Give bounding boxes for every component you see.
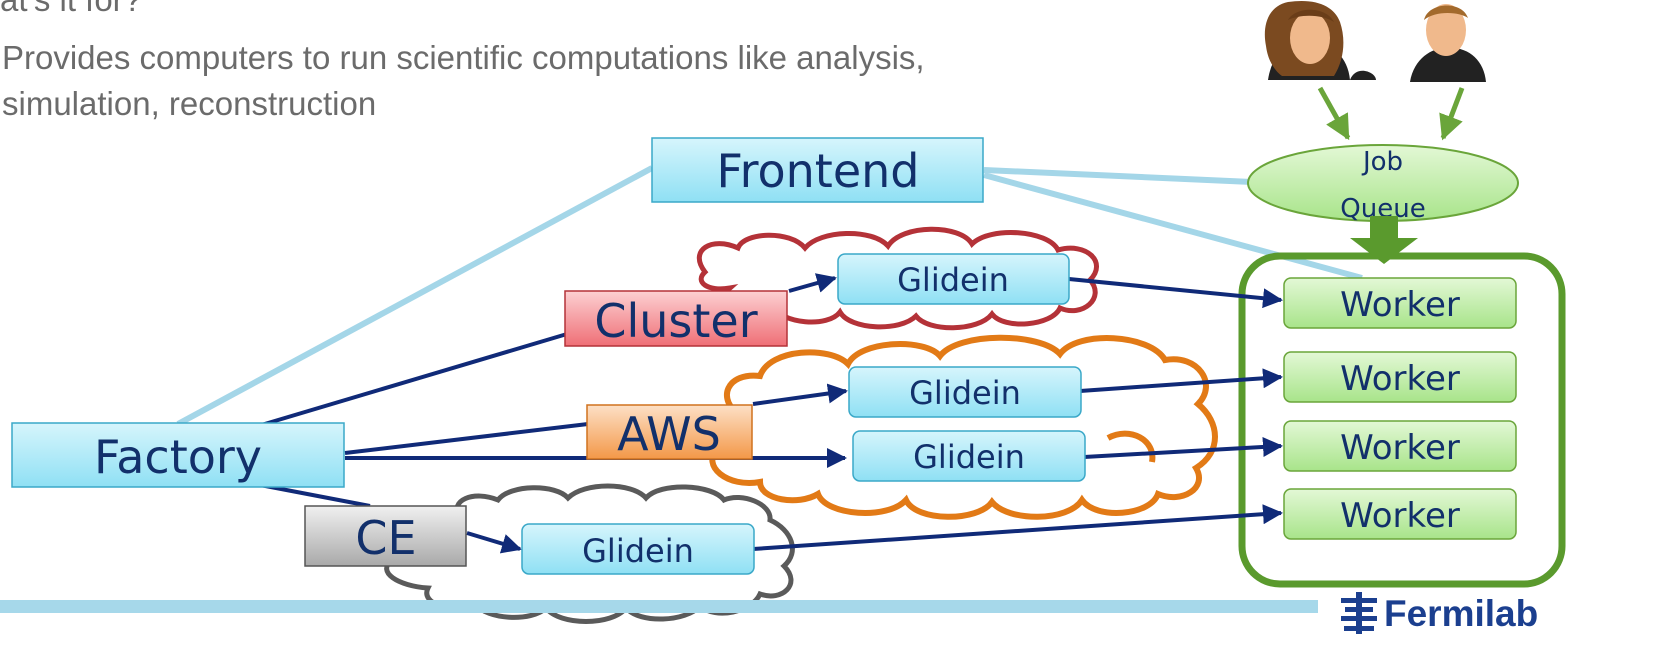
worker-node-2 [1283,351,1517,403]
aws-label: AWS [617,407,721,461]
worker-label-3: Worker [1340,428,1460,468]
footer-bar [0,600,1318,613]
cluster-box [564,290,788,347]
user1-submit-arrow [1317,86,1351,141]
factory-box [11,422,345,488]
glidein-label-3: Glidein [909,374,1021,412]
users-to-queue-arrows [1317,86,1465,141]
factory-to-frontend-link [176,165,654,427]
glidein-node-2 [521,523,755,575]
header-question: at's it for? [0,0,142,20]
glidein3-to-worker2-arrow [1079,368,1283,393]
frontend-to-workerpool-link [983,172,1363,281]
worker-label-4: Worker [1340,496,1460,536]
glidein-node-3 [848,366,1082,418]
worker-pool-container [1238,252,1566,588]
frontend-links [176,165,1363,427]
worker-node-3 [1283,420,1517,472]
worker-node-1 [1283,277,1517,329]
factory-to-aws-line [344,422,589,455]
user-icon-female [1264,0,1376,80]
factory-to-cluster-line [257,332,568,428]
factory-label: Factory [94,430,262,484]
glidein-label-1: Glidein [897,261,1009,299]
aws-cloud-inner-curl [1106,430,1156,463]
header-bullet-line-1: Provides computers to run scientific com… [2,39,925,76]
glidein4-to-worker3-arrow [1083,437,1283,459]
cluster-label: Cluster [594,294,757,348]
frontend-to-jobqueue-link [983,167,1253,185]
ce-label: CE [355,511,416,565]
user-icon-male [1410,4,1486,82]
worker-label-2: Worker [1340,359,1460,399]
worker-node-4 [1283,488,1517,540]
aws-box [586,404,753,460]
fermilab-mark-icon [1341,592,1377,634]
glidein-label-4: Glidein [913,438,1025,476]
user2-submit-arrow [1439,87,1465,141]
frontend-box [651,137,984,203]
queue-to-pool-arrow [1350,216,1418,264]
ce-box [304,505,467,567]
frontend-label: Frontend [716,144,919,198]
aws-cloud [701,334,1218,520]
job-queue-label-line-1: Job [1361,147,1403,177]
glidein-label-2: Glidein [582,532,694,570]
fermilab-logo: Fermilab [1341,592,1538,634]
fermilab-logo-text: Fermilab [1384,593,1538,634]
worker-label-1: Worker [1340,285,1460,325]
glidein-node-1 [837,253,1070,305]
ce-to-glidein2-arrow [466,531,522,554]
aws-to-glidein3-arrow [752,383,848,406]
glidein1-to-worker1-arrow [1068,277,1283,309]
glidein2-to-worker4-arrow [752,504,1283,551]
header-bullet-line-2: simulation, reconstruction [2,85,377,122]
glidein-node-4 [852,430,1086,482]
cluster-to-glidein1-arrow [788,273,837,293]
